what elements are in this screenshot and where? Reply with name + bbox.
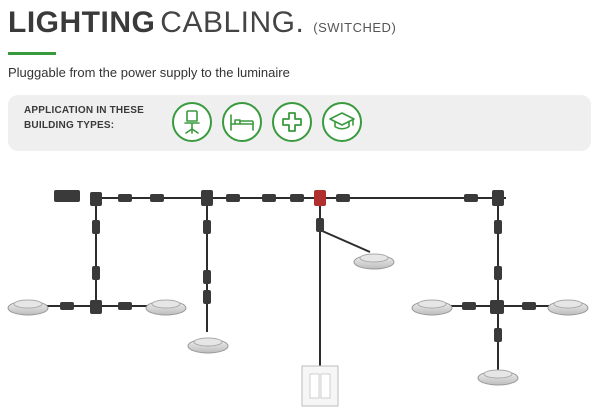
connector xyxy=(203,290,211,304)
connector xyxy=(201,190,213,206)
title-bold: LIGHTING xyxy=(8,6,156,39)
connector xyxy=(92,266,100,280)
connector xyxy=(226,194,240,202)
connector xyxy=(118,194,132,202)
connector xyxy=(92,220,100,234)
connector xyxy=(492,190,504,206)
connector xyxy=(290,194,304,202)
medical-cross-icon xyxy=(272,102,312,142)
connector xyxy=(150,194,164,202)
wall-switch xyxy=(301,365,339,407)
connector xyxy=(203,220,211,234)
connector xyxy=(462,302,476,310)
connector xyxy=(262,194,276,202)
title-light: CABLING. xyxy=(160,6,305,39)
graduation-cap-icon xyxy=(322,102,362,142)
title-underline xyxy=(8,52,56,55)
title-small: (SWITCHED) xyxy=(313,20,397,35)
luminaires xyxy=(7,253,589,386)
connector xyxy=(60,302,74,310)
page-title: LIGHTING CABLING. (SWITCHED) xyxy=(8,6,396,40)
connector xyxy=(494,328,502,342)
connector xyxy=(522,302,536,310)
connector xyxy=(118,302,132,310)
connector xyxy=(494,266,502,280)
application-label-line2: BUILDING TYPES: xyxy=(24,120,115,131)
subtitle: Pluggable from the power supply to the l… xyxy=(8,65,290,80)
cable-network xyxy=(30,197,570,374)
power-supply-block xyxy=(54,190,80,202)
application-label-line1: APPLICATION IN THESE xyxy=(24,105,144,116)
connector xyxy=(336,194,350,202)
bed-icon xyxy=(222,102,262,142)
connector xyxy=(316,218,324,232)
application-label: APPLICATION IN THESE BUILDING TYPES: xyxy=(24,103,144,133)
connector xyxy=(90,192,102,206)
cabling-diagram xyxy=(7,190,589,407)
office-chair-icon xyxy=(172,102,212,142)
connector xyxy=(203,270,211,284)
connector xyxy=(490,300,504,314)
connector xyxy=(494,220,502,234)
application-panel: APPLICATION IN THESE BUILDING TYPES: xyxy=(8,95,591,151)
connector-blocks xyxy=(54,190,536,342)
connector xyxy=(90,300,102,314)
switch-connector xyxy=(314,190,326,206)
connector xyxy=(464,194,478,202)
